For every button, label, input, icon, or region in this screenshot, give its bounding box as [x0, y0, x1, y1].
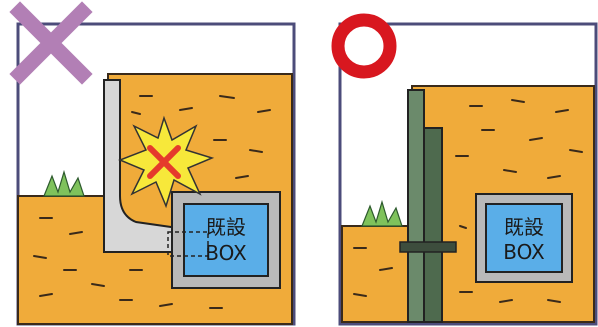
grass-icon [43, 169, 85, 197]
wrong-panel: 既設 BOX [9, 1, 296, 326]
soil-texture [353, 99, 583, 303]
cross-mark-icon [9, 1, 93, 85]
right-box-label-line1: 既設 [504, 215, 544, 239]
circle-mark-icon [331, 13, 397, 79]
sheet-pile-inner [423, 127, 443, 323]
soil-texture [33, 95, 271, 309]
wrong-box-label-line1: 既設 [206, 215, 246, 239]
waling-beam [399, 241, 457, 253]
sheet-pile [407, 89, 425, 323]
impact-cross-icon [147, 145, 181, 179]
right-panel: 既設 BOX [331, 13, 598, 326]
overlap-outline [167, 231, 209, 257]
grass-icon [361, 199, 403, 227]
right-existing-box [485, 203, 563, 273]
wrong-existing-box [183, 203, 269, 277]
wrong-box-label-line2: BOX [205, 241, 247, 265]
right-box-label-line2: BOX [503, 240, 545, 264]
